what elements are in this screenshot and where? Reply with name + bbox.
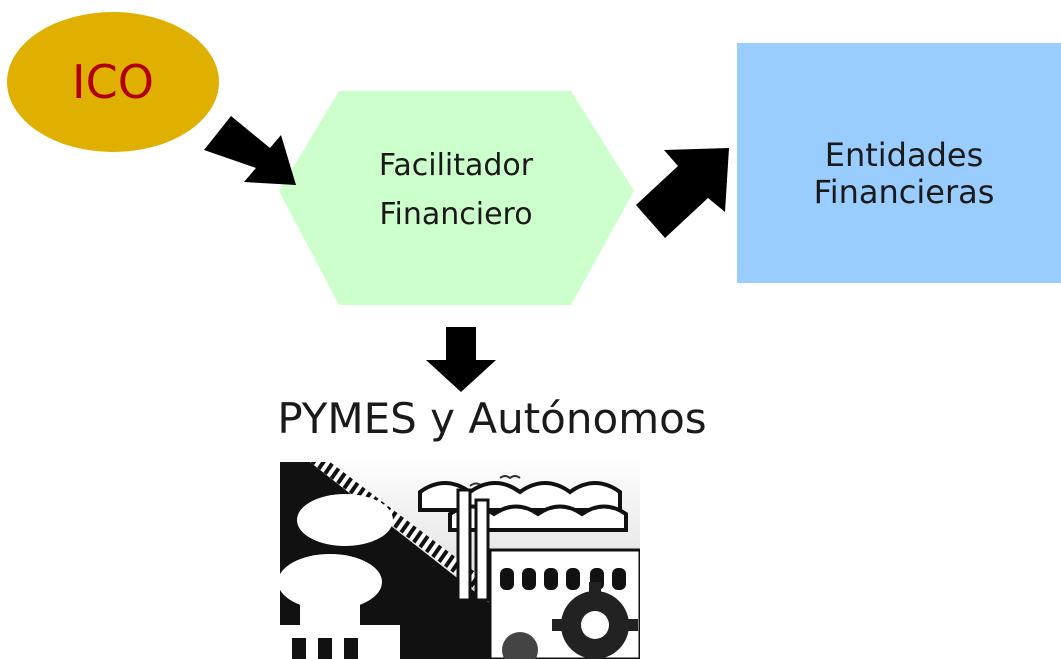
ico-ellipse: [7, 12, 219, 152]
facilitator-node: Facilitador Financiero: [279, 91, 634, 305]
ico-label: ICO: [72, 55, 154, 109]
entities-box: [737, 43, 1061, 283]
entities-node: Entidades Financieras: [737, 43, 1061, 283]
entities-label-line1: Entidades: [825, 136, 984, 174]
industrial-city-illustration: [280, 454, 640, 659]
arrow-facilitator-to-target: [426, 327, 496, 392]
arrow-facilitator-to-entities: [636, 148, 729, 238]
target-label: PYMES y Autónomos: [277, 394, 706, 443]
facilitator-label-line2: Financiero: [379, 197, 532, 232]
arrow-ico-to-facilitator: [204, 116, 296, 185]
facilitator-hexagon: [279, 91, 634, 305]
entities-label-line2: Financieras: [814, 173, 995, 211]
ico-node: ICO: [7, 12, 219, 152]
facilitator-label-line1: Facilitador: [379, 148, 534, 183]
